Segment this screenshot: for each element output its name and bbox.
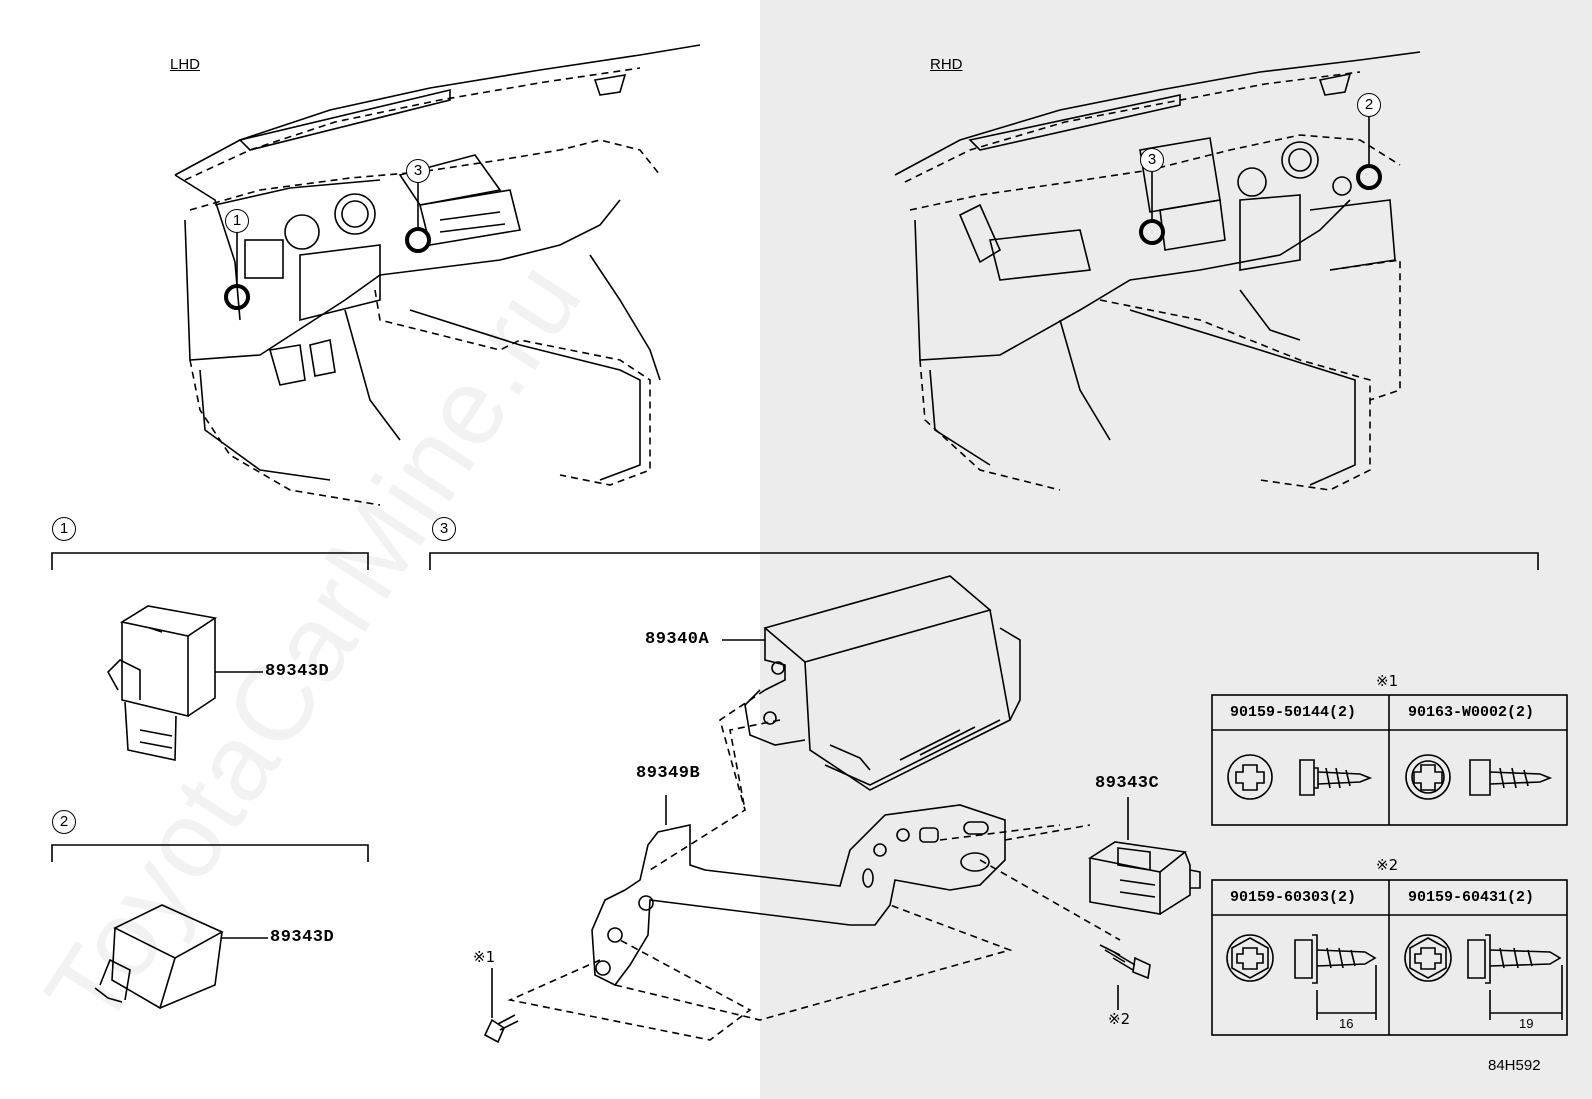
bolt-2-drawing [1099,944,1151,1010]
lhd-dashboard-drawing [174,44,701,506]
bolt-2-mark: ※2 [1108,1010,1131,1028]
figure-code: 84H592 [1488,1057,1541,1074]
table-1-col-b: 90163-W0002(2) [1408,704,1535,721]
table-2-mark: ※2 [1376,856,1399,874]
rhd-shaded-panel [760,0,1592,1099]
group-callout-2: 2 [52,810,76,834]
lhd-callout-3: 3 [406,159,430,183]
part-label-89340a: 89340A [645,630,710,649]
group-callout-1: 1 [52,517,76,541]
fastener-table-2 [1211,879,1568,1036]
lhd-callout-1: 1 [225,209,249,233]
sensor-1-drawing [107,605,263,761]
table-2-col-a: 90159-60303(2) [1230,889,1357,906]
assembly-guide-lines [507,689,1121,1041]
table-2-col-b: 90159-60431(2) [1408,889,1535,906]
bolt-1-drawing [483,968,519,1044]
rhd-callout-3: 3 [1140,148,1164,172]
table-2-dim-b: 19 [1519,1016,1534,1031]
lhd-callout-markers [224,183,431,310]
rhd-callout-markers [1139,117,1382,245]
table-1-col-a: 90159-50144(2) [1230,704,1357,721]
bracket-drawing [591,795,1006,987]
part-label-89343c: 89343C [1095,774,1160,793]
ecu-drawing [722,575,1021,791]
group-brackets [51,552,1539,862]
lhd-heading: LHD [170,56,201,73]
part-label-89343d-1: 89343D [265,662,330,681]
group-callout-3: 3 [432,517,456,541]
sensor-2-drawing [94,904,268,1010]
part-label-89349b: 89349B [636,764,701,783]
bolt-1-mark: ※1 [473,948,496,966]
part-label-89343d-2: 89343D [270,928,335,947]
connector-drawing [1087,797,1201,915]
rhd-callout-2: 2 [1357,93,1381,117]
table-2-dim-a: 16 [1339,1016,1354,1031]
fastener-table-1 [1211,694,1568,826]
rhd-dashboard-drawing [894,51,1421,491]
table-1-mark: ※1 [1376,672,1399,690]
rhd-heading: RHD [930,56,963,73]
